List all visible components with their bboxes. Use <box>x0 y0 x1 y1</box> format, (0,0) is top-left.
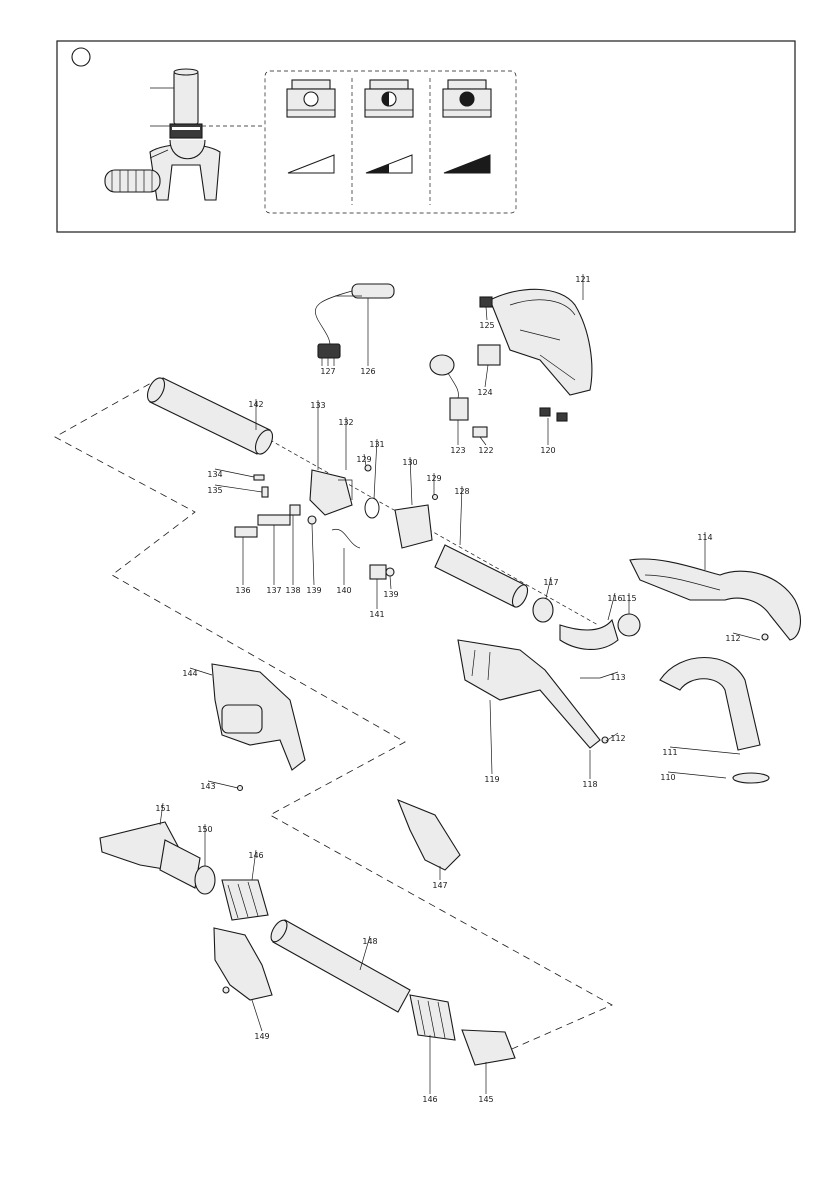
part-label-p144: 144 <box>182 669 197 678</box>
setting-medium <box>365 80 413 173</box>
part-label-p133: 133 <box>310 401 325 410</box>
part-label-p136: 136 <box>235 586 250 595</box>
part-label-p119: 119 <box>484 775 499 784</box>
part-label-p120: 120 <box>540 446 555 455</box>
part-label-p149: 149 <box>254 1032 269 1041</box>
handle-147 <box>398 800 460 870</box>
part-label-p131: 131 <box>369 440 384 449</box>
leader-line-p122 <box>480 437 486 445</box>
part-label-p118: 118 <box>582 780 597 789</box>
nozzle-149 <box>214 928 272 1000</box>
part-label-p137: 137 <box>266 586 281 595</box>
part-label-p139b: 139 <box>383 590 398 599</box>
part-label-p143: 143 <box>200 782 215 791</box>
part-label-p112b: 112 <box>610 734 625 743</box>
part-label-p111: 111 <box>662 748 677 757</box>
settings-box <box>265 71 516 213</box>
leader-line-p111 <box>670 747 740 754</box>
part-label-p139a: 139 <box>306 586 321 595</box>
part-label-p117: 117 <box>543 578 558 587</box>
part-label-p126: 126 <box>360 367 375 376</box>
leader-line-p149 <box>252 1000 262 1031</box>
setting-high-dial-icon <box>460 92 474 106</box>
handle-118 <box>458 640 608 748</box>
setting-low <box>287 80 335 173</box>
setting-low-dial-icon <box>304 92 318 106</box>
coupling-parts-lower <box>410 995 515 1065</box>
housing-half-121 <box>478 289 592 395</box>
part-label-p146b: 146 <box>422 1095 437 1104</box>
detail-panel-frame <box>57 41 795 232</box>
setting-high <box>443 80 491 173</box>
part-label-p151: 151 <box>155 804 170 813</box>
pipe-with-ring-illustration <box>105 69 265 200</box>
part-label-p122: 122 <box>478 446 493 455</box>
part-label-p147: 147 <box>432 881 447 890</box>
leader-line-p139b <box>390 576 391 589</box>
detail-marker-circle <box>72 48 90 66</box>
part-label-p113: 113 <box>610 673 625 682</box>
part-label-p121: 121 <box>575 275 590 284</box>
leader-line-p139a <box>312 524 314 585</box>
leader-line-p124 <box>485 365 488 387</box>
leader-line-p119 <box>490 700 492 774</box>
part-label-p140: 140 <box>336 586 351 595</box>
part-label-p135: 135 <box>207 486 222 495</box>
part-label-p150: 150 <box>197 825 212 834</box>
motor-housing-133 <box>310 425 379 518</box>
part-label-p134: 134 <box>207 470 222 479</box>
part-label-p132: 132 <box>338 418 353 427</box>
part-label-p146a: 146 <box>248 851 263 860</box>
part-label-p125: 125 <box>479 321 494 330</box>
part-label-p116: 116 <box>607 594 622 603</box>
housing-half-114 <box>630 559 800 640</box>
part-label-p123: 123 <box>450 446 465 455</box>
connector-130 <box>395 495 438 549</box>
leader-line-p125 <box>486 307 487 320</box>
part-label-p141: 141 <box>369 610 384 619</box>
part-label-p110: 110 <box>660 773 675 782</box>
curved-hose-111 <box>660 658 769 784</box>
nozzle-assembly <box>100 822 268 920</box>
part-label-p128: 128 <box>454 487 469 496</box>
part-label-p114: 114 <box>697 533 712 542</box>
extension-tube-148 <box>268 918 410 1012</box>
part-label-p145: 145 <box>478 1095 493 1104</box>
part-label-p138: 138 <box>285 586 300 595</box>
leader-line-p110 <box>668 772 726 778</box>
tube-fittings <box>533 598 640 649</box>
part-label-p142: 142 <box>248 400 263 409</box>
part-label-p112a: 112 <box>725 634 740 643</box>
part-label-p130: 130 <box>402 458 417 467</box>
part-label-p124: 124 <box>477 388 492 397</box>
blower-housing-144 <box>212 664 305 791</box>
part-label-p115: 115 <box>621 594 636 603</box>
part-label-p127: 127 <box>320 367 335 376</box>
power-cord-parts <box>315 284 394 366</box>
setting-low-wedge <box>288 155 334 173</box>
part-label-p129b: 129 <box>426 474 441 483</box>
part-label-p129a: 129 <box>356 455 371 464</box>
tube-128 <box>435 545 531 609</box>
detail-panel <box>57 41 795 232</box>
part-label-p148: 148 <box>362 937 377 946</box>
